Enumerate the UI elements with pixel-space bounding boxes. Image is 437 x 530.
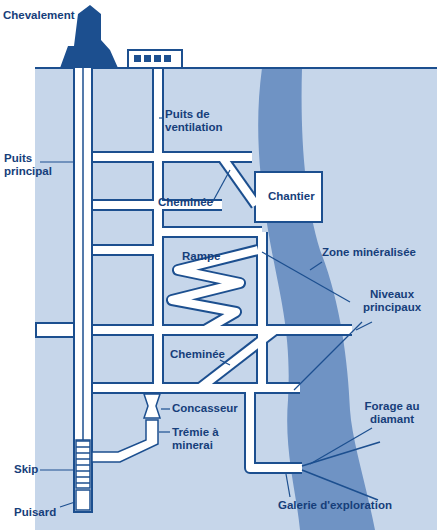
part-label: Zone minéralisée: [322, 246, 422, 259]
level-stub: [36, 323, 76, 337]
leader-lines: [40, 118, 372, 507]
ore-body: [258, 68, 375, 530]
part-label: Rampe: [182, 250, 232, 263]
part-label: Niveaux principaux: [350, 288, 434, 314]
stope: [255, 172, 322, 222]
ore-bin: [92, 420, 158, 462]
part-label: Puisard: [14, 506, 64, 519]
part-label: Cheminée: [170, 348, 230, 361]
part-label: Concasseur: [172, 402, 252, 415]
skip: [76, 440, 90, 488]
building-windows: [134, 55, 171, 62]
part-label: Chantier: [268, 190, 320, 203]
crusher: [144, 394, 160, 418]
stope-fill: [256, 173, 321, 221]
ground: [35, 68, 437, 530]
part-label: Forage au diamant: [350, 400, 434, 426]
part-label: Cheminée: [158, 196, 218, 209]
part-label: Galerie d'exploration: [278, 499, 398, 512]
main-shaft: [74, 58, 92, 512]
level-stub-fill: [37, 326, 77, 334]
part-label: Trémie à minerai: [172, 426, 244, 452]
part-label: Puits principal: [4, 152, 44, 178]
drill-holes: [302, 442, 380, 500]
part-label: Puits de ventilation: [165, 108, 245, 134]
shaft-divider: [82, 58, 84, 440]
part-label: Chevalement: [3, 9, 83, 22]
building: [128, 50, 182, 68]
sump: [76, 490, 90, 510]
part-label: Skip: [14, 463, 44, 476]
